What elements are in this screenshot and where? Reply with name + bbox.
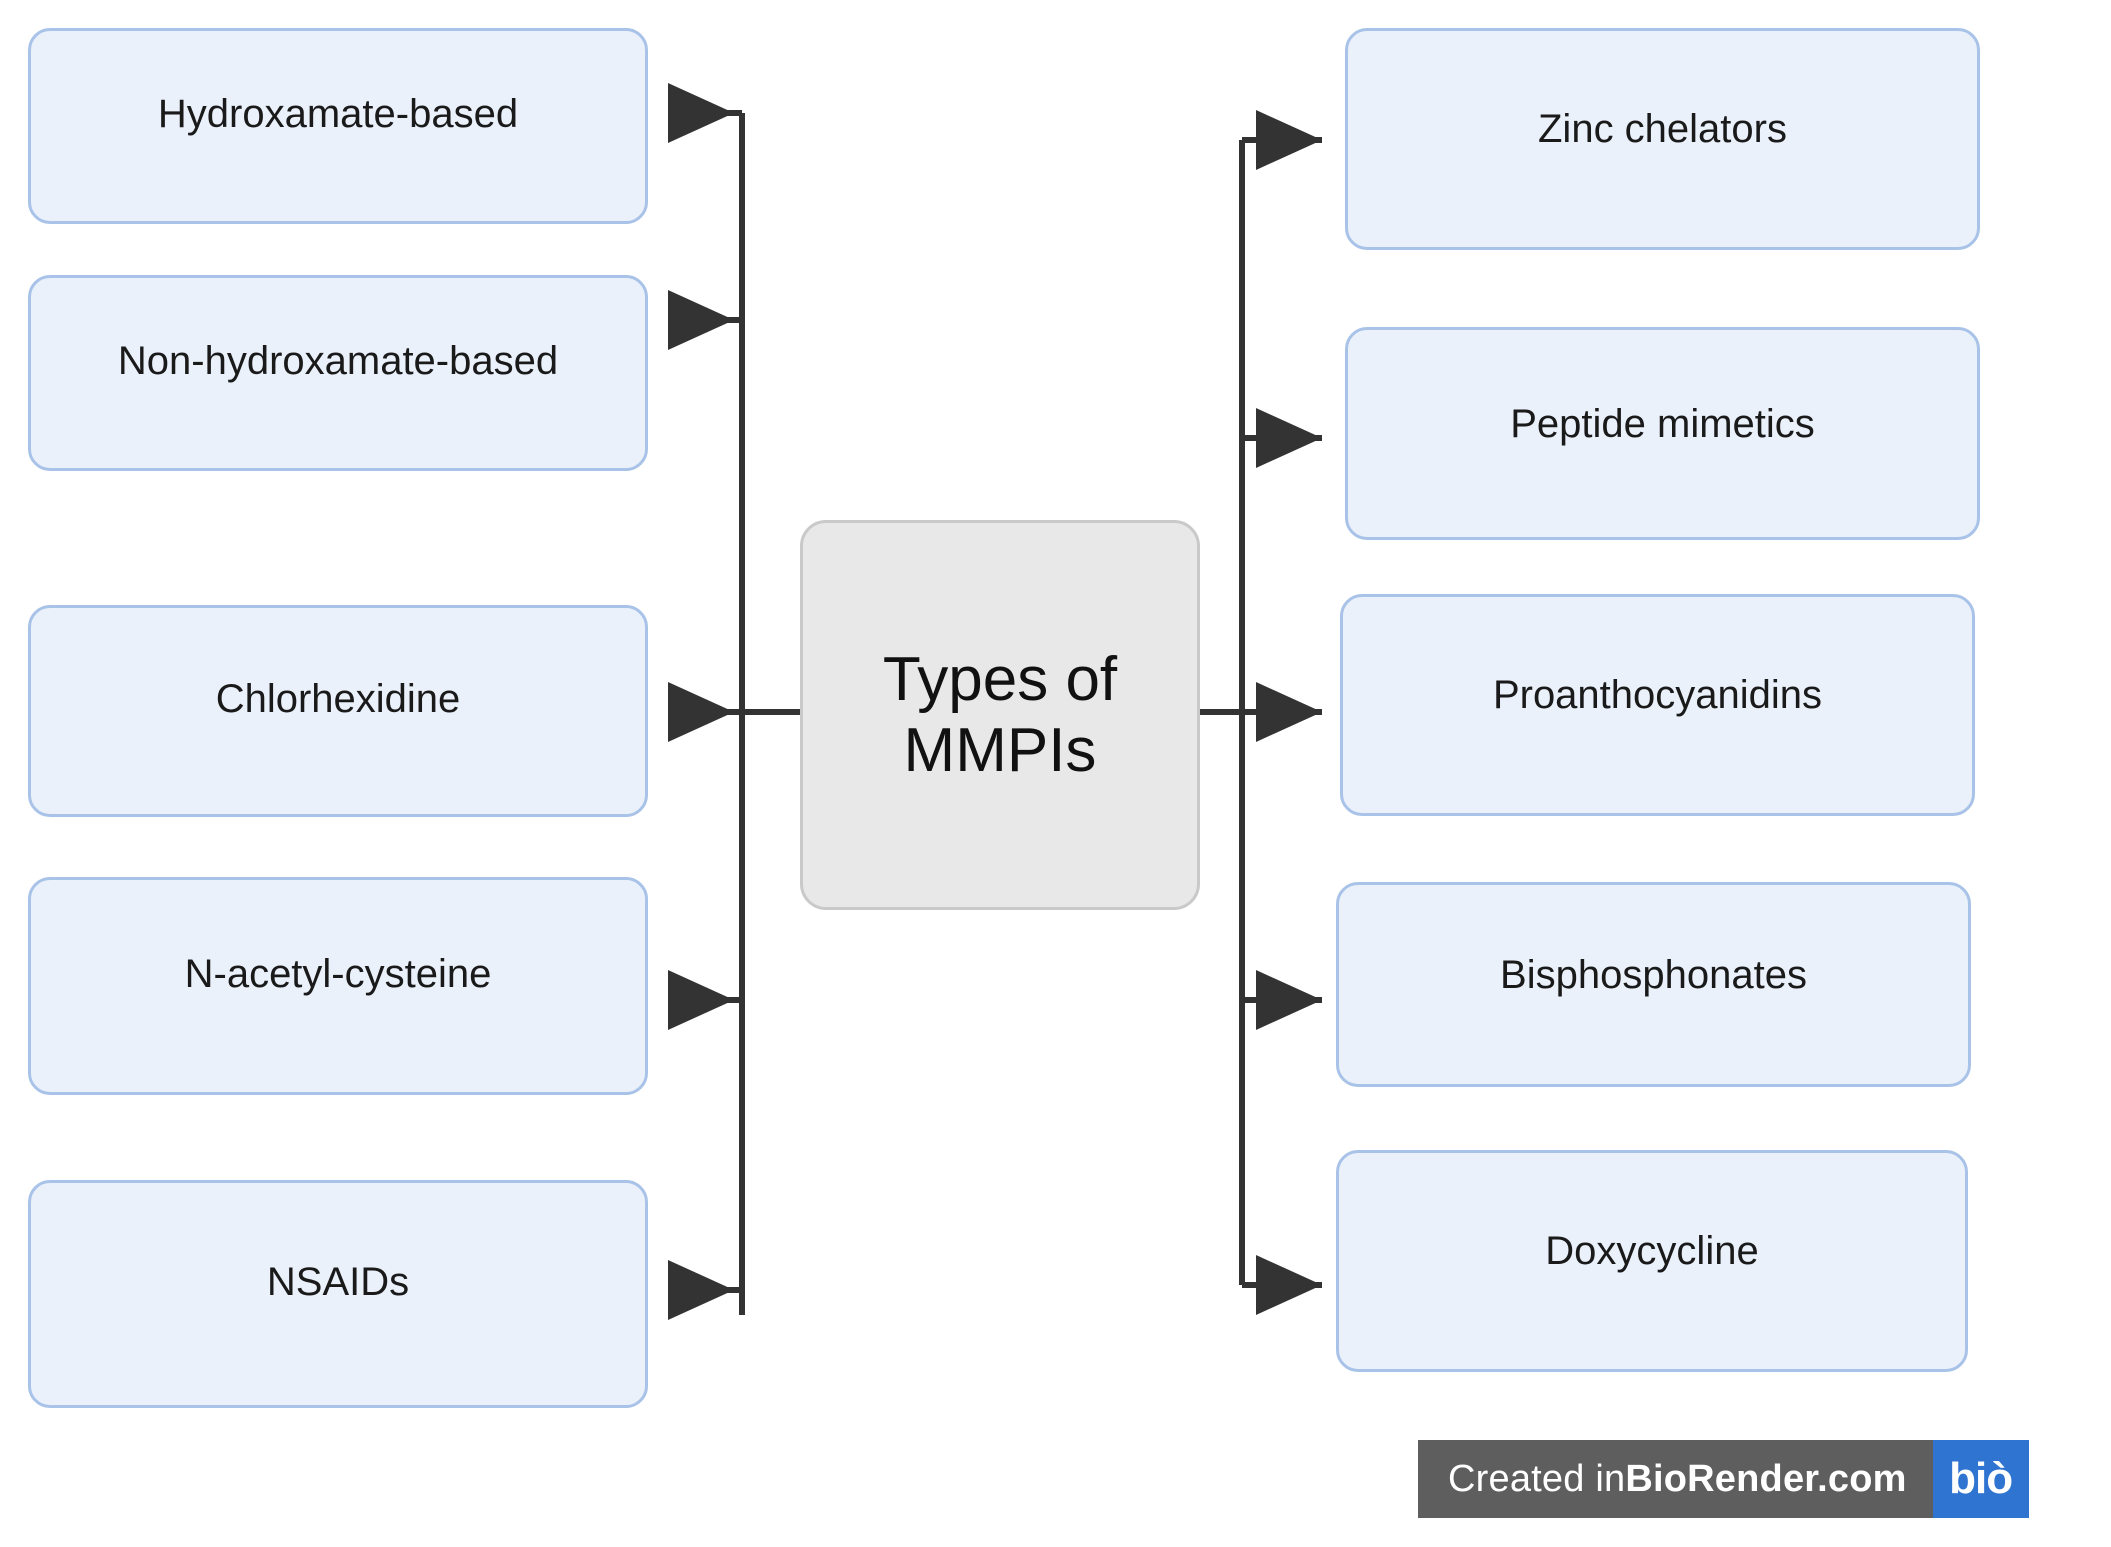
node-chlorhexidine[interactable]: Chlorhexidine bbox=[28, 605, 648, 817]
biorender-brand: BioRender.com bbox=[1625, 1457, 1907, 1500]
node-n-acetyl-cysteine[interactable]: N-acetyl-cysteine bbox=[28, 877, 648, 1095]
node-peptide-mimetics[interactable]: Peptide mimetics bbox=[1345, 327, 1980, 540]
node-label: Chlorhexidine bbox=[215, 677, 461, 721]
node-label: N-acetyl-cysteine bbox=[184, 952, 492, 996]
biorender-credit-text: Created in BioRender.com bbox=[1418, 1440, 1933, 1518]
biorender-logo-icon: biò bbox=[1932, 1440, 2029, 1518]
node-nsaids[interactable]: NSAIDs bbox=[28, 1180, 648, 1408]
center-node-label: Types of MMPIs bbox=[882, 644, 1118, 785]
node-label: Non-hydroxamate-based bbox=[117, 339, 559, 383]
node-label: NSAIDs bbox=[266, 1260, 410, 1304]
node-types-of-mmpis[interactable]: Types of MMPIs bbox=[800, 520, 1200, 910]
node-hydroxamate-based[interactable]: Hydroxamate-based bbox=[28, 28, 648, 224]
node-zinc-chelators[interactable]: Zinc chelators bbox=[1345, 28, 1980, 250]
biorender-prefix: Created in bbox=[1448, 1457, 1626, 1500]
node-bisphosphonates[interactable]: Bisphosphonates bbox=[1336, 882, 1971, 1087]
node-label: Bisphosphonates bbox=[1500, 952, 1807, 997]
node-label: Peptide mimetics bbox=[1510, 401, 1815, 446]
node-proanthocyanidins[interactable]: Proanthocyanidins bbox=[1340, 594, 1975, 816]
node-non-hydroxamate-based[interactable]: Non-hydroxamate-based bbox=[28, 275, 648, 471]
node-label: Hydroxamate-based bbox=[157, 92, 519, 136]
node-label: Proanthocyanidins bbox=[1492, 673, 1823, 717]
biorender-watermark: Created in BioRender.com biò bbox=[1418, 1440, 2029, 1518]
node-label: Doxycycline bbox=[1545, 1229, 1759, 1273]
node-label: Zinc chelators bbox=[1538, 107, 1787, 151]
node-doxycycline[interactable]: Doxycycline bbox=[1336, 1150, 1968, 1372]
